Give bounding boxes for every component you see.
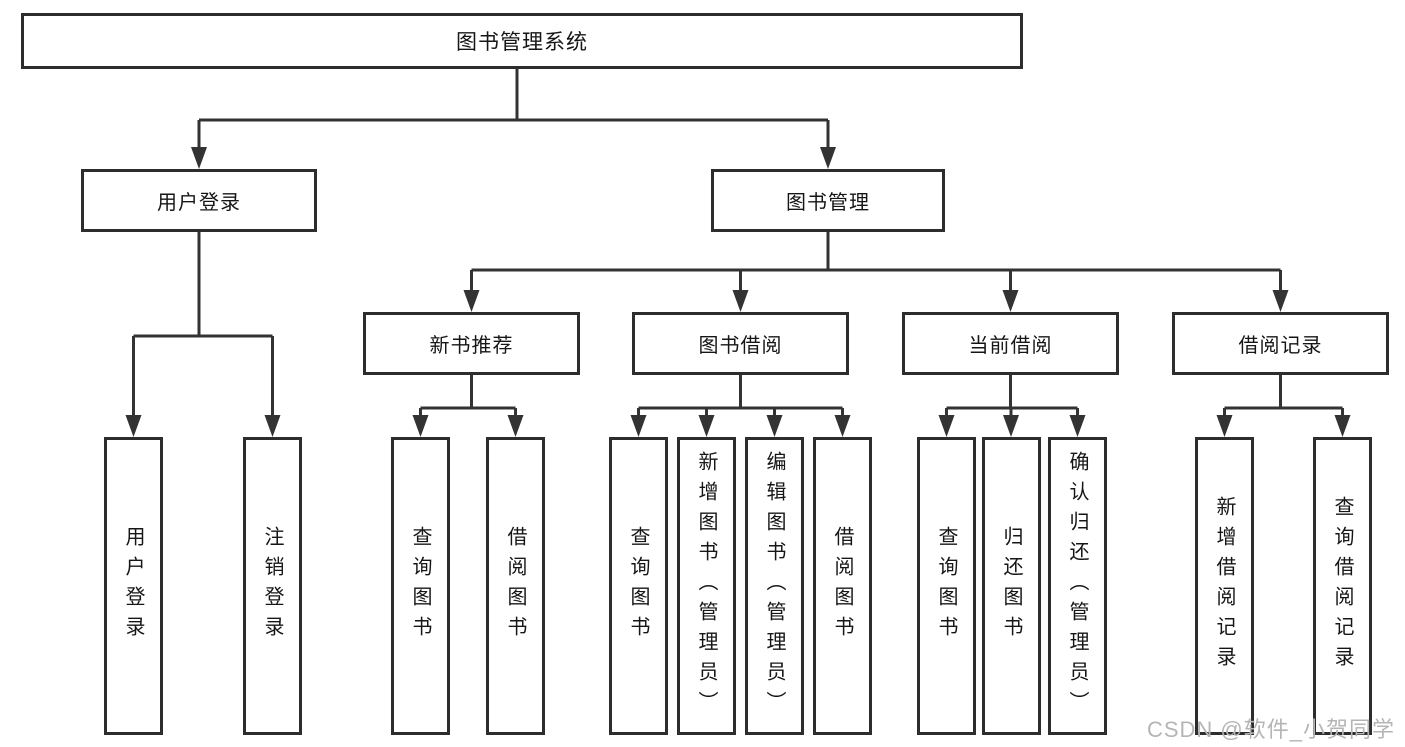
- leaf-add-books-admin: 新增图书（管理员）: [677, 437, 736, 735]
- connector-book-management-children: [463, 232, 1289, 312]
- leaf-return-books: 归还图书: [982, 437, 1041, 735]
- connector-new-book-children: [412, 375, 524, 437]
- connector-current-borrow-children: [938, 375, 1086, 437]
- node-book-borrowing: 图书借阅: [632, 312, 849, 375]
- leaf-recommend-query-books: 查询图书: [391, 437, 450, 735]
- node-new-book-recommendation: 新书推荐: [363, 312, 580, 375]
- leaf-recommend-borrow-books: 借阅图书: [486, 437, 545, 735]
- leaf-confirm-return-admin: 确认归还（管理员）: [1048, 437, 1107, 735]
- node-current-borrowing: 当前借阅: [902, 312, 1119, 375]
- connector-root-to-level2: [191, 69, 836, 169]
- leaf-user-login: 用户登录: [104, 437, 163, 735]
- csdn-watermark: CSDN @软件_小贺同学: [1146, 717, 1395, 742]
- leaf-add-borrow-record: 新增借阅记录: [1195, 437, 1254, 735]
- node-library-management-system: 图书管理系统: [21, 13, 1023, 69]
- leaf-edit-books-admin: 编辑图书（管理员）: [745, 437, 804, 735]
- leaf-current-query-books: 查询图书: [917, 437, 976, 735]
- connector-user-login-children: [125, 232, 281, 437]
- node-book-management: 图书管理: [711, 169, 945, 232]
- node-borrowing-records: 借阅记录: [1172, 312, 1389, 375]
- node-user-login: 用户登录: [81, 169, 317, 232]
- leaf-borrow-books: 借阅图书: [813, 437, 872, 735]
- leaf-query-borrow-record: 查询借阅记录: [1313, 437, 1372, 735]
- connector-book-borrow-children: [630, 375, 851, 437]
- connector-borrow-record-children: [1216, 375, 1351, 437]
- leaf-logout: 注销登录: [243, 437, 302, 735]
- leaf-borrow-query-books: 查询图书: [609, 437, 668, 735]
